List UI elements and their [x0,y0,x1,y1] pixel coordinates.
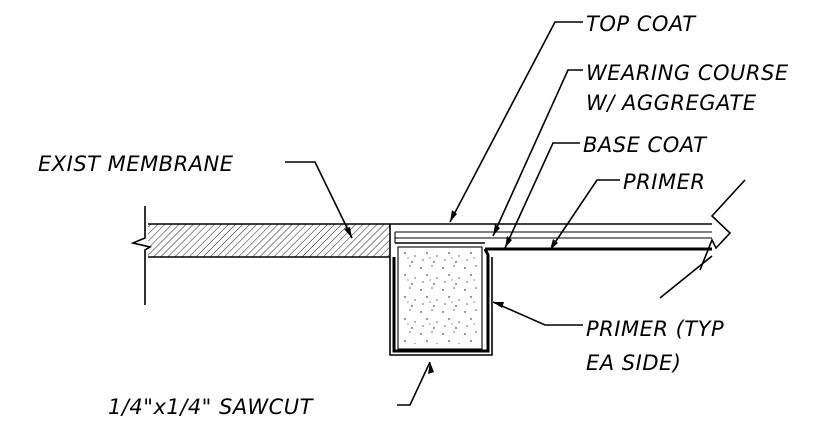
label-primer: PRIMER [623,170,705,194]
label-wearing-course-aggregate: W/ AGGREGATE [586,91,757,115]
label-wearing-course: WEARING COURSE [586,61,789,85]
label-top-coat: TOP COAT [586,12,697,36]
label-primer-typ: PRIMER (TYP [586,317,724,341]
label-primer-ea-side: EA SIDE) [586,351,681,375]
left-break-line [130,206,153,305]
label-exist-membrane: EXIST MEMBRANE [38,152,234,176]
arrowheads [344,210,558,374]
label-base-coat: BASE COAT [583,133,708,157]
leader-lines [285,21,620,406]
label-sawcut: 1/4"x1/4" SAWCUT [108,395,315,419]
new-coating-layers [389,179,746,299]
existing-membrane-slab [148,223,390,258]
sawcut-groove [389,246,493,356]
